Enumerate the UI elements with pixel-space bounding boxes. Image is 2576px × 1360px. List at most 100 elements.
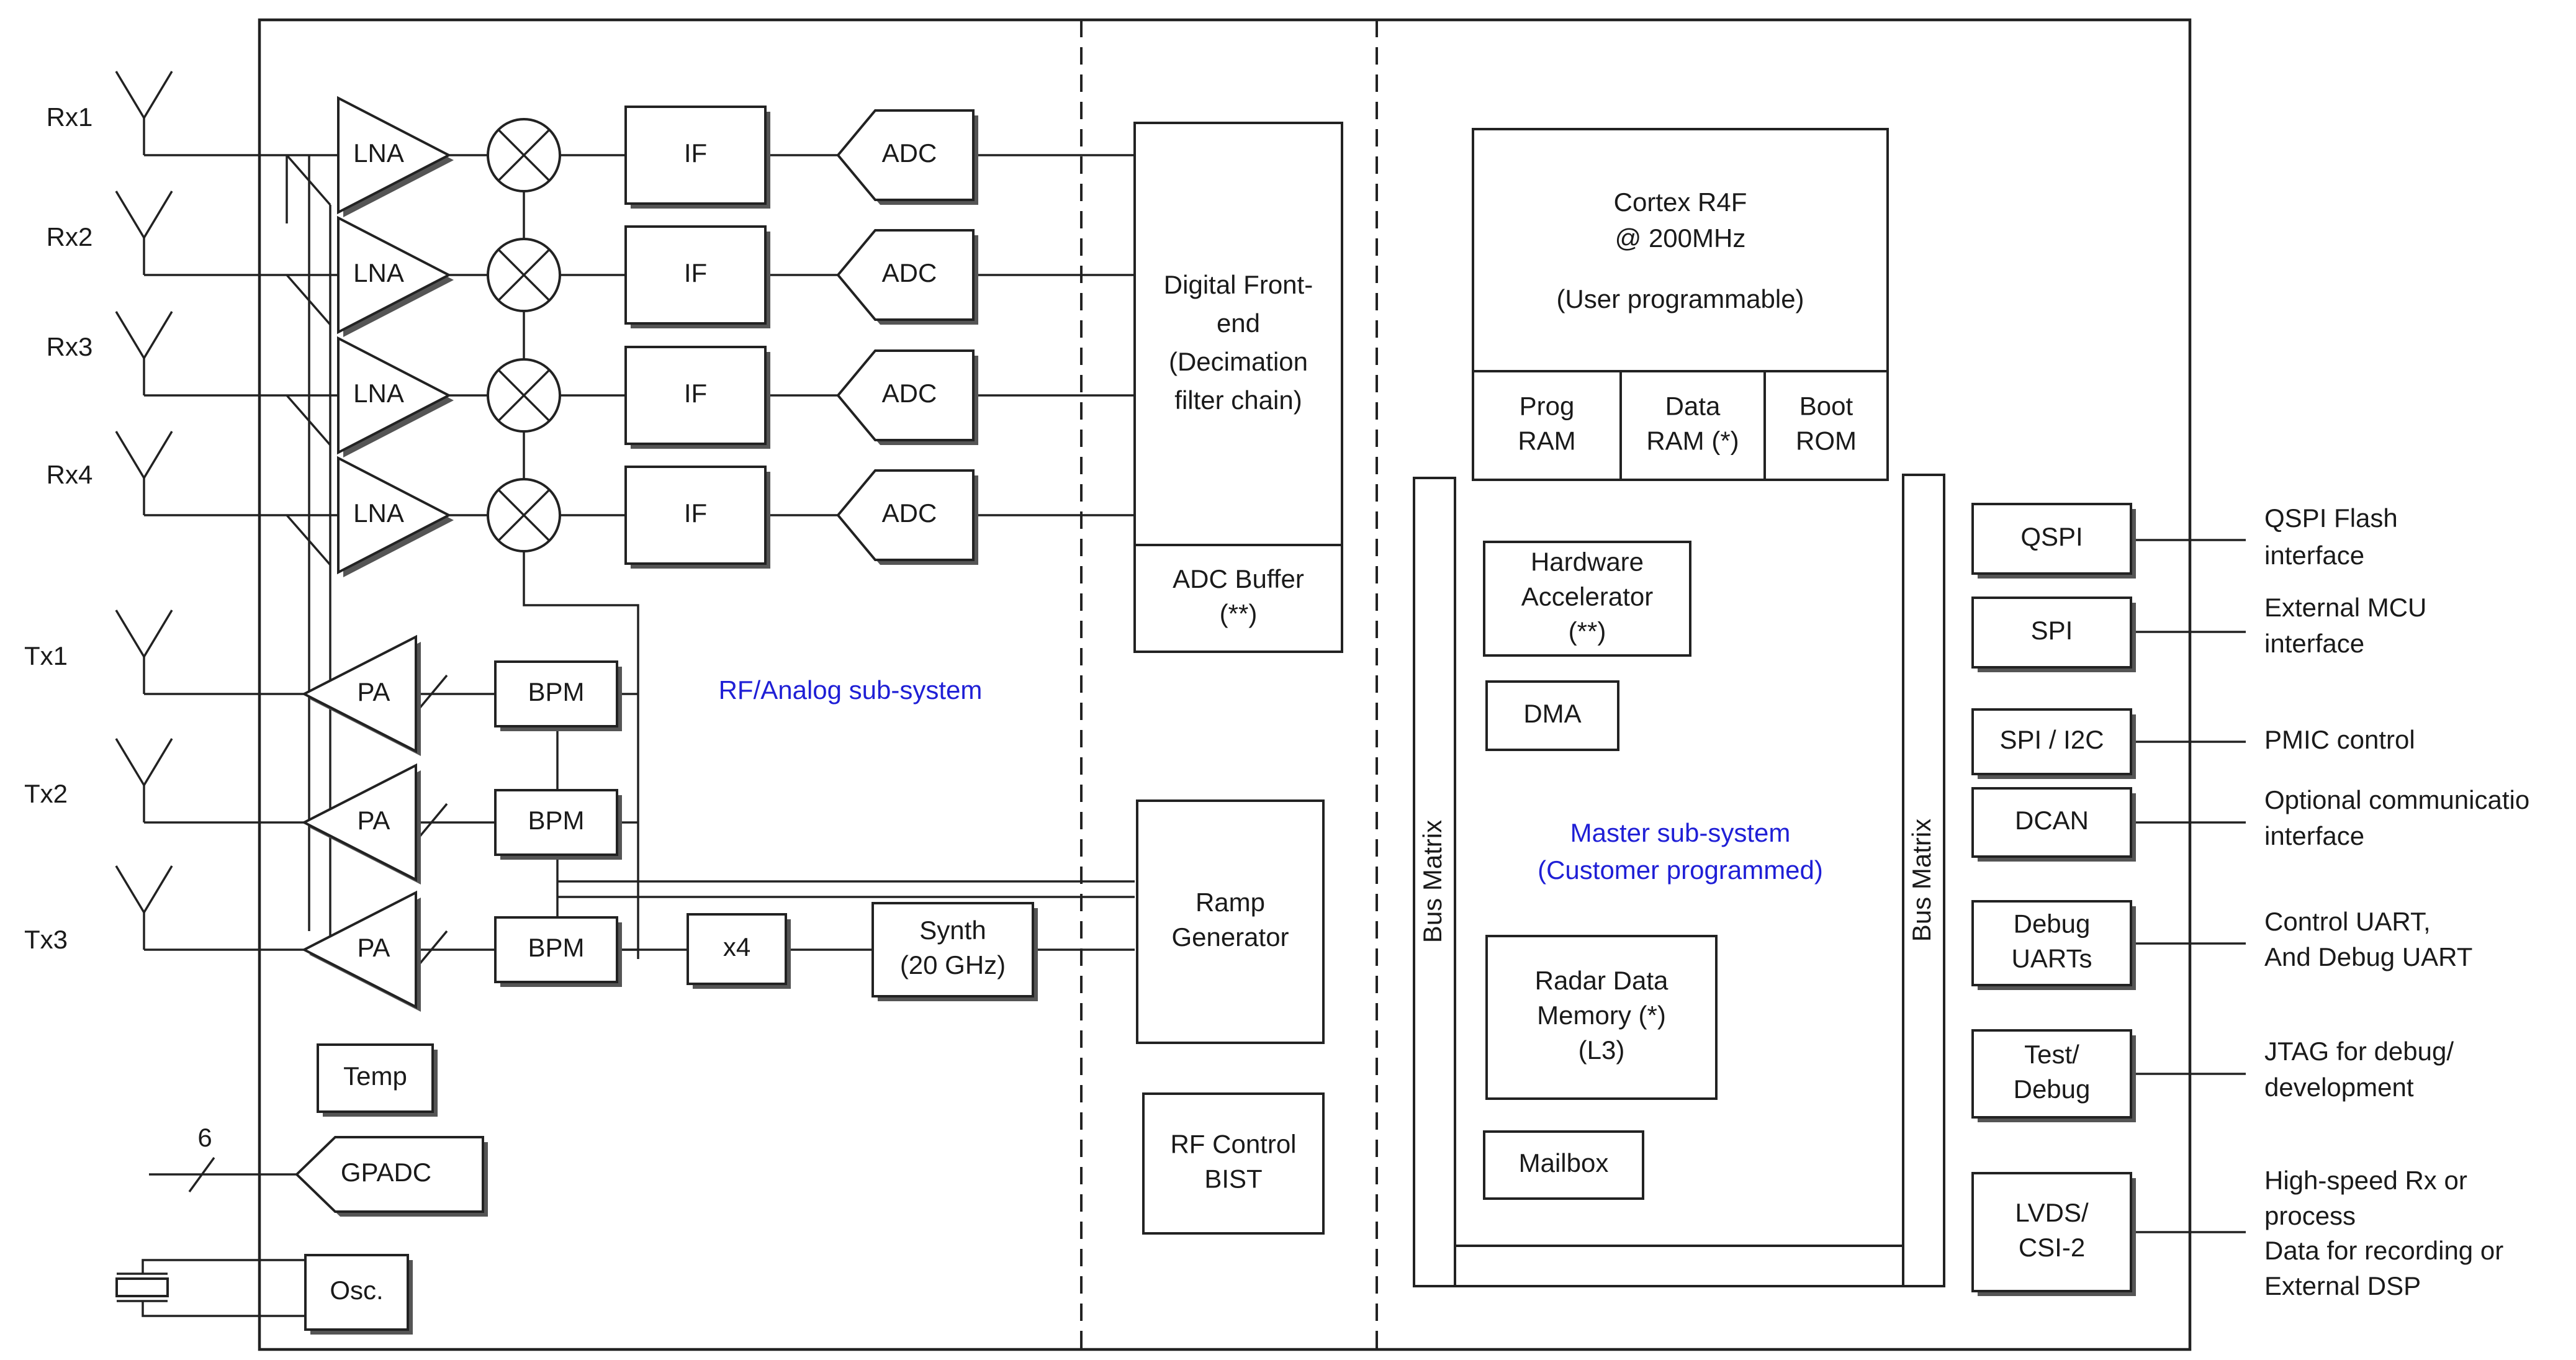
adc-1 xyxy=(836,109,975,201)
digital-front-end-label-line: Digital Front- xyxy=(1164,270,1313,299)
data-ram-label-line: RAM (*) xyxy=(1646,426,1739,456)
temp-sensor-label-line: Temp xyxy=(343,1061,407,1091)
dma xyxy=(1485,680,1619,751)
rx1-label: Rx1 xyxy=(47,102,93,132)
temp-sensor-label: Temp xyxy=(343,1061,407,1091)
interface-5-block-label: Test/Debug xyxy=(2014,1040,2091,1104)
interface-6-block xyxy=(1971,1172,2132,1292)
pa-3 xyxy=(301,890,417,1009)
lna-3-label-line: LNA xyxy=(353,379,404,408)
lna-1 xyxy=(337,96,452,215)
adc-3-label-line: ADC xyxy=(882,379,937,408)
adc-1-label: ADC xyxy=(882,138,937,168)
digital-front-end-label-line: (Decimation xyxy=(1169,347,1308,376)
interface-5-block-label-line: Debug xyxy=(2014,1074,2091,1104)
interface-1-desc: External MCU xyxy=(2264,593,2426,622)
adc-2 xyxy=(836,229,975,321)
interface-3-desc: interface xyxy=(2264,821,2364,850)
mixer-1-cross xyxy=(497,128,551,182)
adc-buffer-label-line: ADC Buffer xyxy=(1173,564,1304,593)
rx3-label-line: Rx3 xyxy=(47,332,93,361)
radar-data-memory-label-line: Radar Data xyxy=(1535,966,1669,995)
crystal-wire-top xyxy=(142,1259,305,1274)
blocks-layer xyxy=(115,18,2192,1351)
cortex-label-main-line: Cortex R4F xyxy=(1614,187,1747,217)
x4-multiplier xyxy=(687,913,787,985)
interface-3-desc: Optional communicatio xyxy=(2264,785,2529,814)
mixer-3-cross xyxy=(497,369,551,422)
tx2-antenna xyxy=(115,738,173,788)
dma-label: DMA xyxy=(1523,699,1581,728)
adc-4-label: ADC xyxy=(882,498,937,528)
adc-buffer-label: ADC Buffer (**) xyxy=(1173,564,1304,628)
prog-ram-label-line: Prog xyxy=(1520,392,1575,421)
lna-1-label: LNA xyxy=(353,138,404,168)
if-1 xyxy=(624,106,767,205)
radar-data-memory-label-line: (L3) xyxy=(1578,1035,1625,1065)
if-4-label-line: IF xyxy=(684,498,707,528)
interface-4-block-label-line: Debug xyxy=(2014,909,2091,939)
cortex-label-note: (User programmable) xyxy=(1556,284,1804,313)
interface-5-block-label-line: Test/ xyxy=(2024,1040,2079,1069)
tx1-label: Tx1 xyxy=(24,641,68,670)
tx1-label-line: Tx1 xyxy=(24,641,68,670)
hardware-accelerator-label-line: (**) xyxy=(1569,617,1606,646)
mixer-2-cross xyxy=(497,248,551,302)
synth-20ghz-label: Synth (20 GHz) xyxy=(900,916,1006,979)
prog-ram xyxy=(1472,370,1622,481)
if-1-label-line: IF xyxy=(684,138,707,168)
if-1-label: IF xyxy=(684,138,707,168)
hardware-accelerator xyxy=(1483,541,1691,657)
pa-1-label: PA xyxy=(358,677,390,706)
lna-3 xyxy=(337,336,452,455)
tx3-label-line: Tx3 xyxy=(24,925,68,954)
pa-2-label: PA xyxy=(358,806,390,835)
adc-buffer-label-line: (**) xyxy=(1220,599,1258,628)
lna-4-label: LNA xyxy=(353,498,404,528)
boot-rom xyxy=(1763,370,1889,481)
cortex-label-note-line: (User programmable) xyxy=(1556,284,1804,313)
if-4-label: IF xyxy=(684,498,707,528)
if-2-label-line: IF xyxy=(684,258,707,287)
if-4 xyxy=(624,466,767,565)
cortex-label-main-line: @ 200MHz xyxy=(1615,223,1746,253)
data-ram-label-line: Data xyxy=(1665,392,1721,421)
interface-4-desc: Control UART, xyxy=(2264,907,2431,936)
interface-6-block-label-line: LVDS/ xyxy=(2015,1198,2089,1227)
oscillator xyxy=(304,1254,409,1331)
interface-4-desc: And Debug UART xyxy=(2264,942,2472,971)
temp-sensor xyxy=(317,1043,434,1113)
bpm-2 xyxy=(494,789,618,856)
bus-matrix-left-label: Bus Matrix xyxy=(1418,820,1447,943)
dma-label-line: DMA xyxy=(1523,699,1581,728)
master-subsystem-label-line: Master sub-system xyxy=(1570,818,1791,847)
synth-20ghz-label-line: (20 GHz) xyxy=(900,950,1006,979)
synth-20ghz-label-line: Synth xyxy=(919,916,986,945)
if-2 xyxy=(624,225,767,325)
tx3-label: Tx3 xyxy=(24,925,68,954)
rx1-antenna xyxy=(115,71,173,120)
pa-tap-2 xyxy=(415,803,448,842)
lna-2 xyxy=(337,215,452,335)
rf-control-bist-label-line: BIST xyxy=(1204,1164,1262,1194)
lna-2-label: LNA xyxy=(353,258,404,287)
rf-subsystem-label-line: RF/Analog sub-system xyxy=(719,675,983,705)
bus-matrix-right xyxy=(1902,474,1945,1287)
rx3-antenna xyxy=(115,311,173,361)
gpadc-bus-slash xyxy=(188,1156,215,1193)
rx4-antenna xyxy=(115,431,173,480)
mailbox xyxy=(1483,1130,1644,1200)
digital-front-end xyxy=(1133,122,1343,546)
interface-1-block xyxy=(1971,597,2132,669)
bpm-2-label-line: BPM xyxy=(528,806,584,835)
interface-3-block-label: DCAN xyxy=(2015,806,2089,835)
bpm-1 xyxy=(494,660,618,727)
interface-2-block-label: SPI / I2C xyxy=(1999,725,2104,754)
lo-feed-wire xyxy=(523,551,639,959)
adc-4 xyxy=(836,469,975,561)
if-3-label: IF xyxy=(684,379,707,408)
